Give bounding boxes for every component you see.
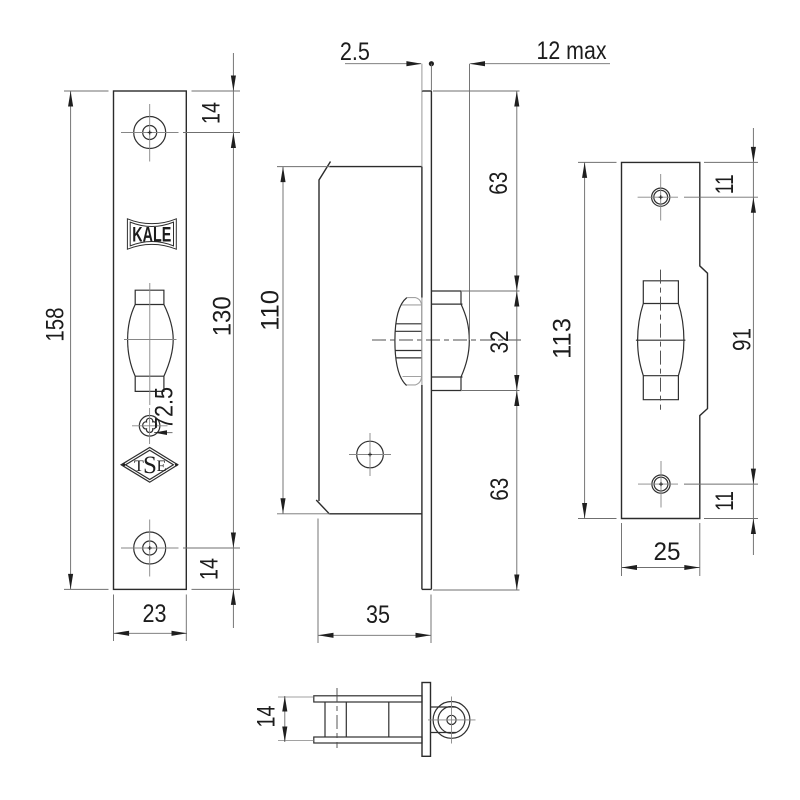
- svg-text:E: E: [157, 458, 167, 475]
- svg-text:91: 91: [729, 328, 757, 351]
- svg-text:158: 158: [42, 308, 70, 342]
- svg-text:14: 14: [198, 102, 226, 124]
- svg-text:2.5: 2.5: [340, 38, 370, 66]
- svg-text:72.5: 72.5: [151, 387, 179, 429]
- svg-text:25: 25: [654, 538, 681, 566]
- svg-text:S: S: [143, 452, 157, 479]
- svg-text:113: 113: [549, 318, 577, 359]
- svg-text:T: T: [134, 458, 144, 475]
- svg-text:11: 11: [711, 491, 739, 511]
- svg-text:63: 63: [486, 478, 514, 501]
- svg-text:11: 11: [711, 174, 739, 194]
- svg-text:110: 110: [257, 290, 285, 331]
- svg-text:KALE: KALE: [132, 222, 171, 246]
- svg-text:23: 23: [143, 600, 167, 628]
- svg-text:130: 130: [209, 296, 237, 336]
- svg-text:14: 14: [196, 558, 224, 580]
- svg-text:12 max: 12 max: [537, 37, 607, 65]
- svg-text:32: 32: [486, 331, 514, 354]
- svg-text:63: 63: [485, 172, 513, 195]
- svg-text:14: 14: [253, 705, 281, 727]
- svg-text:35: 35: [366, 601, 390, 629]
